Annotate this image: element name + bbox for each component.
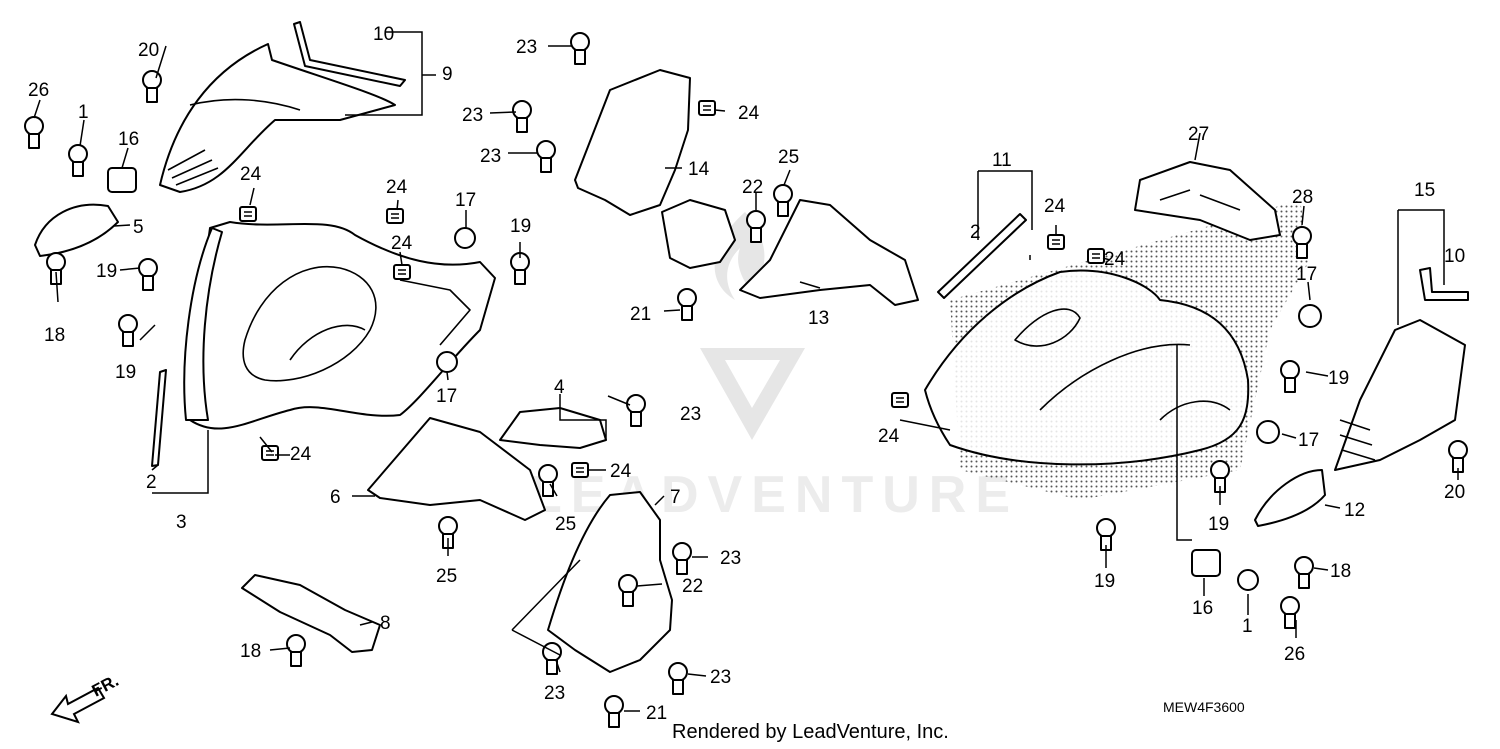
callout-23-a: 23 — [516, 37, 537, 58]
part-10-strip-right — [1419, 267, 1469, 301]
callout-17-c: 17 — [1296, 264, 1317, 285]
callout-10-right: 10 — [1444, 246, 1465, 267]
callout-23-b: 23 — [462, 105, 483, 126]
callout-23-f: 23 — [544, 683, 565, 704]
part-11-right-cowl — [924, 269, 1250, 466]
callout-25-b: 25 — [555, 514, 576, 535]
callout-labels: 10 9 20 26 1 16 5 19 18 19 2 3 24 24 24 … — [28, 24, 1465, 724]
part-6-inner-panel — [367, 417, 546, 521]
callout-7: 7 — [670, 487, 681, 508]
callout-21-a: 21 — [630, 304, 651, 325]
callout-3: 3 — [176, 512, 187, 533]
part-15-side-panel — [1334, 319, 1466, 471]
callout-17-a: 17 — [455, 190, 476, 211]
callout-25-a: 25 — [778, 147, 799, 168]
diagram-code: MEW4F3600 — [1163, 699, 1245, 715]
callout-18-left: 18 — [44, 325, 65, 346]
callout-12: 12 — [1344, 500, 1365, 521]
callout-16-right: 16 — [1192, 598, 1213, 619]
callout-11: 11 — [992, 150, 1012, 171]
part-5-cover-left — [34, 203, 119, 257]
callout-21-b: 21 — [646, 703, 667, 724]
callout-27: 27 — [1188, 124, 1209, 145]
callout-1-left: 1 — [78, 102, 89, 123]
callout-23-g: 23 — [710, 667, 731, 688]
callout-23-e: 23 — [720, 548, 741, 569]
callout-10-left: 10 — [373, 24, 394, 45]
callout-26-left: 26 — [28, 80, 49, 101]
callout-18-c: 18 — [1330, 561, 1351, 582]
callout-13: 13 — [808, 308, 829, 329]
render-credit: Rendered by LeadVenture, Inc. — [672, 721, 949, 743]
callout-19-e: 19 — [1208, 514, 1229, 535]
callout-28: 28 — [1292, 187, 1313, 208]
callout-26-right: 26 — [1284, 644, 1305, 665]
callout-24-a: 24 — [290, 444, 312, 465]
callout-9: 9 — [442, 64, 453, 85]
fasteners — [24, 32, 1468, 728]
callout-24-h: 24 — [1104, 249, 1126, 270]
callout-17-b: 17 — [436, 386, 457, 407]
part-10-strip-left — [293, 21, 406, 87]
part-12-cover-right — [1254, 469, 1326, 527]
part-8-lower-bracket — [241, 574, 381, 653]
callout-24-b: 24 — [240, 164, 262, 185]
callout-20-left: 20 — [138, 40, 159, 61]
part-9-upper-cover — [159, 43, 396, 193]
part-3-upper-cowl — [183, 221, 496, 430]
callout-14: 14 — [688, 159, 710, 180]
callout-19-a: 19 — [96, 261, 117, 282]
callout-2-left: 2 — [146, 472, 157, 493]
callout-22-a: 22 — [742, 177, 763, 198]
callout-22-b: 22 — [682, 576, 703, 597]
part-27-vent — [1134, 161, 1281, 241]
callout-19-c: 19 — [510, 216, 531, 237]
callout-23-c: 23 — [480, 146, 501, 167]
callout-19-f: 19 — [1094, 571, 1115, 592]
leader-lines — [33, 31, 1459, 712]
callout-19-b: 19 — [115, 362, 136, 383]
part-14-lower — [661, 199, 736, 269]
callout-23-d: 23 — [680, 404, 701, 425]
callout-15: 15 — [1414, 180, 1435, 201]
part-14-bracket — [574, 69, 691, 216]
callout-25-c: 25 — [436, 566, 457, 587]
callout-24-e: 24 — [738, 103, 760, 124]
callout-2-right: 2 — [970, 222, 981, 243]
callout-5: 5 — [133, 217, 144, 238]
callout-4: 4 — [554, 377, 565, 398]
callout-18-b: 18 — [240, 641, 261, 662]
part-2-strip-left — [151, 369, 167, 467]
callout-6: 6 — [330, 487, 341, 508]
part-7-inner-panel — [547, 491, 673, 673]
part-2-strip-right — [937, 213, 1027, 299]
front-direction-arrow: FR. — [50, 671, 122, 724]
callout-8: 8 — [380, 613, 391, 634]
callout-19-d: 19 — [1328, 368, 1349, 389]
callout-24-d: 24 — [391, 233, 413, 254]
callout-24-c: 24 — [386, 177, 408, 198]
callout-20-right: 20 — [1444, 482, 1465, 503]
callout-1-right: 1 — [1242, 616, 1253, 637]
callout-24-f: 24 — [610, 461, 632, 482]
callout-24-i: 24 — [878, 426, 900, 447]
callout-17-d: 17 — [1298, 430, 1319, 451]
part-13-duct — [739, 199, 919, 306]
part-4-bracket — [499, 407, 607, 449]
callout-24-g: 24 — [1044, 196, 1066, 217]
callout-16-left: 16 — [118, 129, 139, 150]
